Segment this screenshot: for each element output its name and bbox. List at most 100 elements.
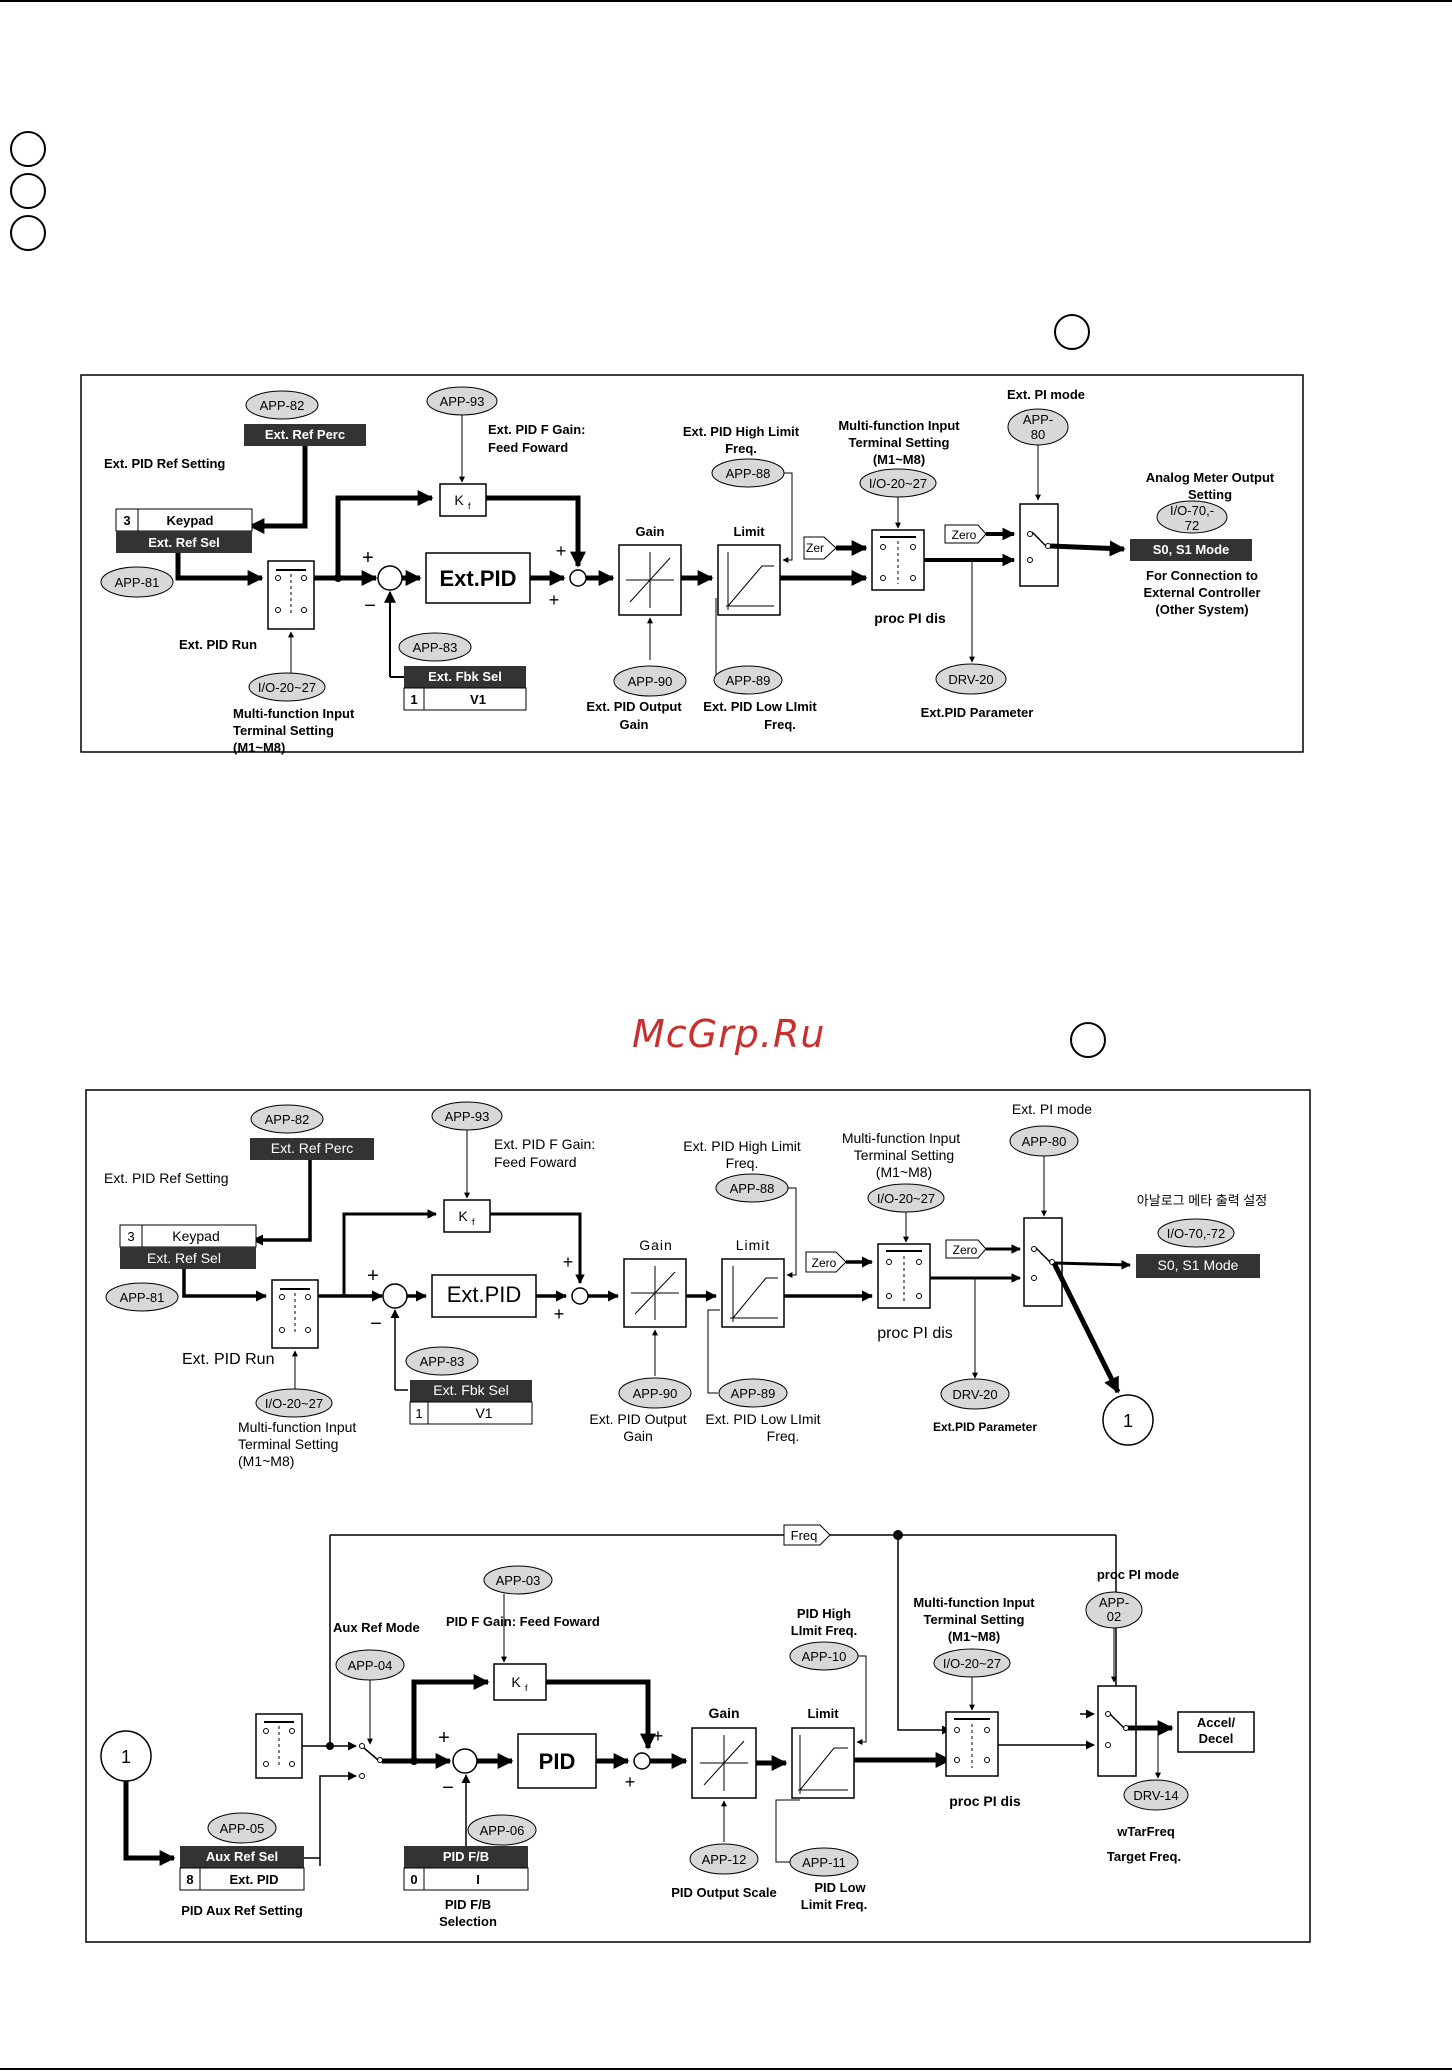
out-gain-label-1: Ext. PID Output — [586, 699, 682, 714]
svg-text:I: I — [476, 1872, 480, 1887]
svg-text:Ext. Ref Perc: Ext. Ref Perc — [271, 1140, 353, 1156]
pid-low-label-2: Limit Freq. — [801, 1897, 867, 1912]
svg-text:Ext. PI mode: Ext. PI mode — [1012, 1101, 1092, 1117]
f-gain-label-1: Ext. PID F Gain: — [488, 422, 586, 437]
svg-text:+: + — [556, 541, 567, 561]
svg-text:S0, S1 Mode: S0, S1 Mode — [1158, 1257, 1239, 1273]
app82-label: APP-82 — [260, 398, 305, 413]
proc-pi-dis-2-label: proc PI dis — [949, 1793, 1021, 1809]
high-limit-label-2: Freq. — [725, 441, 757, 456]
bottom-rule — [0, 2068, 1452, 2070]
proc-pi-dis-label: proc PI dis — [874, 610, 946, 626]
svg-text:Terminal Setting: Terminal Setting — [238, 1436, 338, 1452]
svg-text:Zero: Zero — [953, 1243, 978, 1257]
watermark: McGrp.Ru — [632, 1012, 826, 1056]
pid-fb-label: PID F/B — [443, 1849, 489, 1864]
svg-text:Ext.PID: Ext.PID — [447, 1282, 522, 1307]
accel-label: Accel/ — [1197, 1715, 1236, 1730]
svg-text:1: 1 — [121, 1747, 131, 1767]
svg-text:APP-11: APP-11 — [802, 1855, 846, 1870]
v1-label: V1 — [470, 692, 486, 707]
mfi-label-2: Terminal Setting — [233, 723, 334, 738]
limit-block — [717, 544, 781, 616]
pid-high-label-1: PID High — [797, 1606, 851, 1621]
mft-2-label-1: Multi-function Input — [913, 1595, 1035, 1610]
limit-2-block — [791, 1727, 855, 1799]
ext-pid-param-label: Ext.PID Parameter — [921, 705, 1034, 720]
svg-text:+: + — [362, 547, 374, 569]
svg-text:Multi-function Input: Multi-function Input — [842, 1130, 960, 1146]
svg-text:Gain: Gain — [639, 1237, 673, 1253]
svg-text:+: + — [367, 1265, 379, 1287]
pid-out-scale-label: PID Output Scale — [671, 1885, 776, 1900]
svg-text:APP-88: APP-88 — [730, 1181, 775, 1196]
pid-block — [517, 1733, 597, 1789]
high-limit-label-1: Ext. PID High Limit — [683, 424, 800, 439]
svg-text:K: K — [511, 1674, 521, 1690]
svg-text:Limit: Limit — [736, 1237, 771, 1253]
diagram-1: APP-82 Ext. Ref Perc Ext. PID Ref Settin… — [80, 374, 1304, 755]
mfi-label-1: Multi-function Input — [233, 706, 355, 721]
gain-label: Gain — [636, 524, 665, 539]
app83-label: APP-83 — [413, 640, 458, 655]
fb-sel-label-2: Selection — [439, 1914, 497, 1929]
svg-text:K: K — [458, 1208, 468, 1224]
svg-text:APP-10: APP-10 — [802, 1649, 847, 1664]
svg-text:DRV-20: DRV-20 — [952, 1387, 997, 1402]
decel-label: Decel — [1199, 1731, 1234, 1746]
svg-text:APP-12: APP-12 — [702, 1852, 747, 1867]
svg-text:(M1~M8): (M1~M8) — [876, 1164, 932, 1180]
svg-text:Ext. PID Output: Ext. PID Output — [589, 1411, 686, 1427]
svg-text:I/O-20~27: I/O-20~27 — [265, 1396, 323, 1411]
svg-text:(M1~M8): (M1~M8) — [238, 1453, 294, 1469]
svg-text:3: 3 — [127, 1229, 134, 1244]
app81-label: APP-81 — [115, 575, 160, 590]
svg-text:+: + — [438, 1727, 450, 1749]
mft-2-label-2: Terminal Setting — [924, 1612, 1025, 1627]
svg-text:+: + — [554, 1304, 565, 1324]
aux-ref-sel-label: Aux Ref Sel — [206, 1849, 278, 1864]
marker-circle — [10, 215, 46, 251]
svg-text:f: f — [472, 1217, 475, 1227]
ext-ctrl-label-2: External Controller — [1143, 585, 1260, 600]
svg-text:Zer: Zer — [806, 541, 824, 555]
svg-text:8: 8 — [186, 1872, 193, 1887]
svg-text:I/O-20~27: I/O-20~27 — [869, 476, 927, 491]
svg-text:APP-93: APP-93 — [445, 1109, 490, 1124]
zero-tag-2 — [944, 524, 987, 544]
svg-text:−: − — [442, 1777, 454, 1799]
svg-text:Ext. Ref Sel: Ext. Ref Sel — [147, 1250, 221, 1266]
ext-ctrl-label-3: (Other System) — [1155, 602, 1248, 617]
svg-text:Freq.: Freq. — [726, 1155, 759, 1171]
keypad-label: Keypad — [167, 513, 214, 528]
svg-text:Freq: Freq — [791, 1528, 818, 1543]
summing-junction-2 — [569, 569, 587, 587]
low-limit-label-2: Freq. — [764, 717, 796, 732]
svg-text:I/O-20~27: I/O-20~27 — [943, 1656, 1001, 1671]
marker-circle — [1054, 314, 1090, 350]
ext-pi-mode-label: Ext. PI mode — [1007, 387, 1085, 402]
drv20-label: DRV-20 — [948, 672, 993, 687]
proc-pi-mode-switch — [1097, 1685, 1137, 1777]
svg-text:Ext. PID High Limit: Ext. PID High Limit — [683, 1138, 801, 1154]
svg-text:APP-83: APP-83 — [420, 1354, 465, 1369]
svg-text:+: + — [625, 1772, 636, 1792]
svg-text:1: 1 — [415, 1406, 422, 1421]
svg-text:I/O-70,-: I/O-70,- — [1170, 503, 1214, 518]
top-rule — [0, 0, 1452, 2]
svg-text:Ext.PID Parameter: Ext.PID Parameter — [933, 1420, 1037, 1434]
summing-junction-1 — [377, 565, 403, 591]
svg-text:Terminal Setting: Terminal Setting — [854, 1147, 954, 1163]
svg-text:Ext. Fbk Sel: Ext. Fbk Sel — [433, 1382, 508, 1398]
connector-1-out — [1102, 1394, 1154, 1446]
svg-text:Ext. PID Low LImit: Ext. PID Low LImit — [705, 1411, 820, 1427]
svg-text:DRV-14: DRV-14 — [1133, 1788, 1178, 1803]
svg-text:02: 02 — [1107, 1609, 1121, 1624]
svg-text:1: 1 — [410, 692, 417, 707]
svg-text:+: + — [549, 590, 560, 610]
pid-low-label-1: PID Low — [814, 1880, 866, 1895]
limit-label: Limit — [733, 524, 765, 539]
svg-text:K: K — [454, 492, 464, 508]
svg-text:Multi-function Input: Multi-function Input — [238, 1419, 356, 1435]
svg-text:Ext. PID Run: Ext. PID Run — [182, 1351, 274, 1368]
